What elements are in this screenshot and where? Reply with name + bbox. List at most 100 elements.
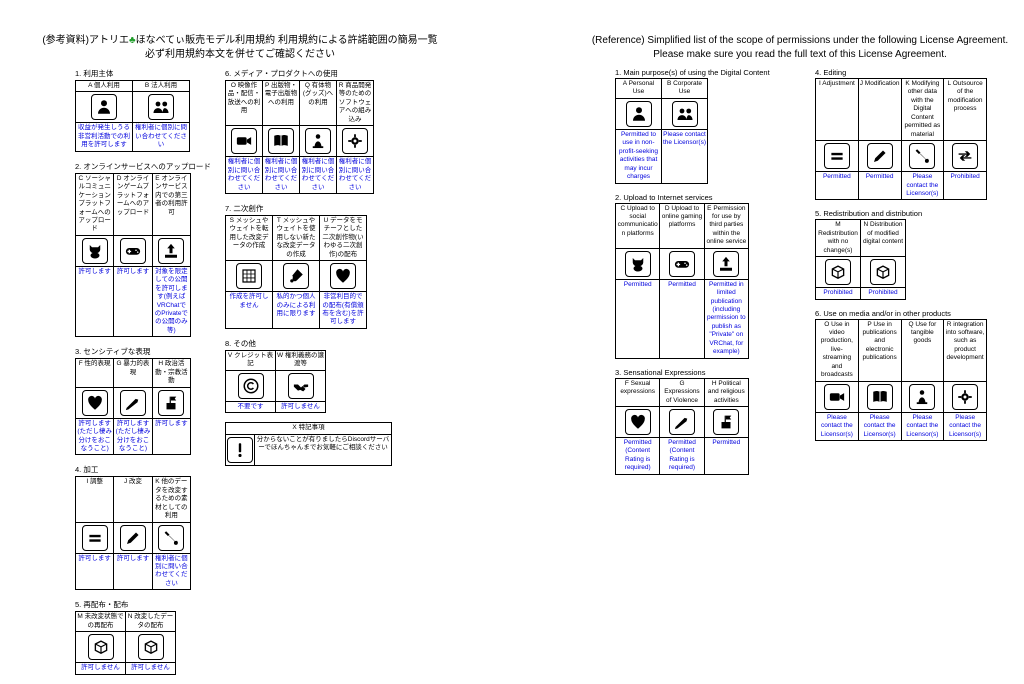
permission-section: 1. Main purpose(s) of using the Digital … — [615, 68, 770, 184]
permission-section: 6. Use on media and/or in other products… — [815, 309, 987, 441]
permission-item-status: Permitted (Content Rating is required) — [614, 436, 661, 475]
permission-item-status: 許可します(ただし棲み分けをおこなうこと) — [113, 417, 153, 456]
permission-item-icon-cell — [900, 140, 945, 173]
section-heading: 7. 二次創作 — [225, 203, 264, 213]
permission-item-icon-cell — [815, 256, 861, 289]
permission-item-icon-cell — [125, 631, 176, 664]
permission-item-label: T メッシュやウェイトを使用しない新たな改変データの作成 — [272, 214, 320, 262]
permission-item-icon-cell — [225, 125, 263, 158]
permission-item-label: P 出版物・電子出版物への利用 — [262, 79, 300, 127]
people-icon — [671, 100, 698, 127]
permission-item-icon-cell — [659, 247, 705, 280]
permission-item-label: N 改変したデータの配布 — [125, 611, 176, 633]
permission-item-label: F Sexual expressions — [614, 377, 661, 407]
permission-item-label: G 暴力的表現 — [113, 358, 153, 388]
permission-item-status: 対象を限定しての公開を許可します(例えばVRChatでのPrivateでの公開の… — [151, 265, 192, 338]
jp-title-text-post: ほなべてぃ販売モデル利用規約 利用規約による許諾範囲の簡易一覧 — [135, 35, 438, 46]
copyright-icon — [237, 372, 264, 399]
heart-icon — [81, 389, 108, 416]
permission-item-icon-cell — [262, 125, 300, 158]
jp-title-line1: (参考資料)アトリエ♣ほなべてぃ販売モデル利用規約 利用規約による許諾範囲の簡易… — [30, 34, 450, 48]
section-heading: 2. Upload to Internet services — [615, 192, 713, 202]
permission-item-status: Please contact the Licensor(s) — [857, 411, 902, 441]
section-heading: 1. Main purpose(s) of using the Digital … — [615, 68, 770, 77]
permission-item-status: 許可します — [151, 417, 192, 456]
permission-item-icon-cell — [151, 386, 192, 419]
permission-table: O Use in video production, live-streamin… — [815, 318, 987, 441]
video-icon — [823, 383, 850, 410]
permission-item-status: 権利者に個別に問い合わせてください — [151, 552, 192, 591]
en-title: (Reference) Simplified list of the scope… — [590, 34, 1010, 62]
permission-item-icon-cell — [614, 247, 661, 280]
wrench-icon — [158, 524, 185, 551]
equals-icon — [823, 143, 850, 170]
jp-title: (参考資料)アトリエ♣ほなべてぃ販売モデル利用規約 利用規約による許諾範囲の簡易… — [30, 34, 450, 62]
permission-item-icon-cell — [74, 386, 115, 419]
permission-item-label: D Upload to online gaming platforms — [659, 202, 705, 249]
section-heading: 2. オンラインサービスへのアップロード — [75, 161, 211, 171]
knife-icon — [668, 408, 695, 435]
permission-item-status: 権利者に個別に問い合わせてください — [262, 156, 300, 194]
permission-item-status: 許可します — [113, 265, 153, 338]
permission-item-status: Permitted — [815, 171, 859, 201]
permission-item-status: Please contact the Licensor(s) — [900, 171, 945, 201]
permission-item-label: U データをモチーフとした二次創作物(いわゆる二次創作)の配布 — [319, 214, 367, 262]
permission-item-icon-cell — [225, 369, 276, 402]
permission-item-icon-cell — [614, 405, 661, 438]
en-title-line2: Please make sure you read the full text … — [653, 49, 947, 60]
permission-item-icon-cell — [900, 380, 945, 413]
section-heading: 6. メディア・プロダクトへの使用 — [225, 69, 338, 78]
permission-item-icon-cell — [943, 140, 987, 173]
permission-item-icon-cell — [132, 91, 190, 124]
person-icon — [625, 100, 652, 127]
handshake-icon — [287, 372, 314, 399]
permission-item-status: 権利者に個別に問い合わせてください — [299, 156, 337, 194]
permission-item-status: 私的かつ個人のみによる利用に限ります — [272, 291, 320, 329]
permission-item-icon-cell — [113, 234, 153, 267]
upload-icon — [713, 250, 740, 277]
en-sections-column-1: 1. Main purpose(s) of using the Digital … — [614, 68, 770, 484]
permission-item-icon-cell — [703, 405, 750, 438]
figure-icon — [305, 128, 331, 155]
permission-item-label: V クレジット表記 — [225, 349, 276, 371]
permission-item-label: M Redistribution with no change(s) — [815, 219, 861, 258]
permission-item-icon-cell — [943, 380, 987, 413]
jp-title-line2: 必ず利用規約本文を併せてご確認ください — [145, 49, 335, 60]
section-heading: 6. Use on media and/or in other products — [815, 308, 951, 318]
equals-icon — [81, 524, 108, 551]
permission-item-status: 権利者に個別に問い合わせてください — [336, 156, 374, 194]
permission-item-status: Prohibited — [860, 287, 906, 300]
permission-item-label: I Adjustment — [815, 77, 859, 142]
clover-icon: ♣ — [129, 35, 136, 46]
upload-icon — [158, 237, 185, 264]
permission-item-status: 許可します — [74, 265, 115, 338]
permission-item-icon-cell — [299, 125, 337, 158]
permission-item-status: 許可しません — [275, 400, 326, 414]
permission-item-label: I 調整 — [74, 476, 115, 523]
permission-item-label: E Permission for use by third parties wi… — [703, 202, 750, 249]
permission-item-status: Prohibited — [943, 171, 987, 201]
permission-item-label: A 個人利用 — [75, 79, 133, 93]
permission-item-label: K Modifying other data with the Digital … — [900, 77, 945, 142]
permission-item-label: J 改変 — [113, 476, 153, 523]
permission-item-label: L Outsource of the modification process — [943, 77, 987, 142]
permission-item-icon-cell — [75, 91, 133, 124]
permission-item-status: 作成を許可しません — [225, 291, 273, 329]
permission-item-status: Prohibited — [815, 287, 861, 300]
permission-item-status: 不要です — [225, 400, 276, 414]
permission-item-icon-cell — [113, 521, 153, 554]
section-heading: 5. 再配布・配布 — [75, 600, 129, 610]
box-icon — [870, 259, 896, 286]
permission-item-status: 許可します — [74, 552, 115, 591]
permission-item-label: Q 有体物(グッズ)への利用 — [299, 79, 337, 127]
permission-item-status: Permitted — [614, 278, 661, 359]
box-icon — [137, 634, 164, 661]
permission-item-status: 許可します — [113, 552, 153, 591]
